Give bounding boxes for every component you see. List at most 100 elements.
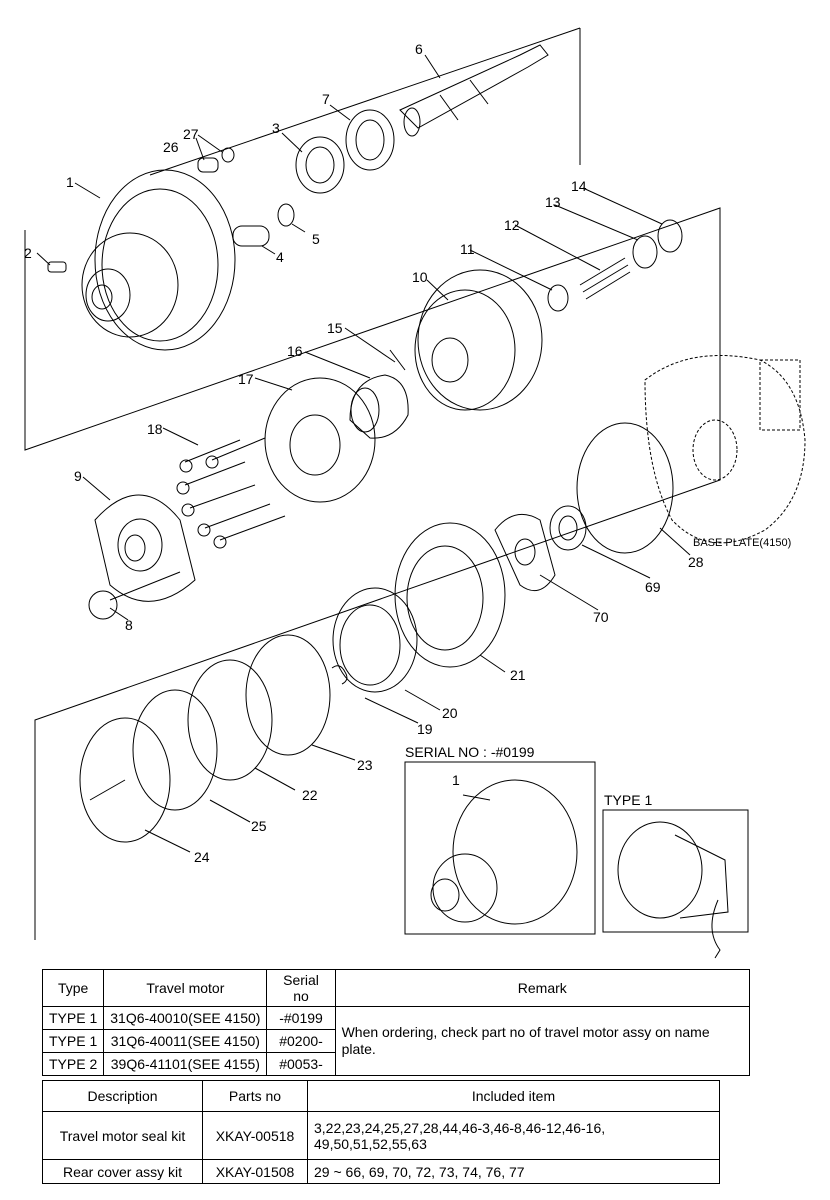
exploded-parts-diagram: 1 2 3 4 5 6 7 8 9 10 11 12 13 14 15 16 1… (24, 27, 806, 959)
part-70-valve-plate (494, 513, 556, 592)
callout-11: 11 (460, 241, 475, 257)
part-15-pin (389, 349, 406, 371)
kit-table-header: Description Parts no Included item (42, 1080, 720, 1112)
inset-callout-1: 1 (452, 772, 460, 788)
serial-inset-box (404, 761, 596, 935)
cell-serial: #0200- (266, 1029, 336, 1053)
part-13-ring (632, 235, 658, 269)
callout-4: 4 (276, 249, 284, 265)
header-travel-motor: Travel motor (103, 969, 268, 1007)
callout-22: 22 (302, 787, 318, 803)
part-19-spring (331, 665, 348, 685)
part-8-ball (88, 590, 118, 620)
base-plate-label: BASE PLATE(4150) (693, 537, 791, 549)
cell-serial: #0053- (266, 1052, 336, 1076)
callout-6: 6 (415, 41, 423, 57)
callout-23: 23 (357, 757, 373, 773)
part-17-retainer-plate (264, 377, 376, 503)
part-6-shaft (399, 44, 549, 137)
header-description: Description (42, 1080, 203, 1112)
header-remark: Remark (334, 969, 751, 1007)
cell-type: TYPE 1 (41, 1006, 105, 1030)
cell-type: TYPE 1 (41, 1029, 105, 1053)
base-plate-4150 (644, 355, 806, 544)
part-16-spherical-bushing (349, 374, 409, 439)
cell-serial: -#0199 (266, 1006, 336, 1030)
part-27-oring (221, 147, 235, 163)
header-parts-no: Parts no (202, 1080, 308, 1112)
callout-14: 14 (571, 178, 587, 194)
part-20-piston (332, 587, 418, 693)
cell-motor: 31Q6-40011(SEE 4150) (103, 1029, 268, 1053)
part-26-pin (197, 157, 219, 173)
serial-caption: SERIAL NO : -#0199 (405, 744, 535, 760)
callout-25: 25 (251, 818, 267, 834)
callout-20: 20 (442, 705, 458, 721)
callout-27: 27 (183, 126, 199, 142)
callout-18: 18 (147, 421, 163, 437)
table-row: TYPE 2 39Q6-41101(SEE 4155) #0053- (41, 1052, 750, 1076)
part-9-swash-plate (94, 494, 196, 602)
callout-26: 26 (163, 139, 179, 155)
part-4-bushing (232, 225, 270, 247)
part-1-housing (81, 169, 236, 351)
inset-motor-illustration (617, 821, 729, 959)
callout-8: 8 (125, 617, 133, 633)
callout-16: 16 (287, 343, 303, 359)
table-row: TYPE 1 31Q6-40010(SEE 4150) -#0199 When … (41, 1006, 751, 1076)
callout-12: 12 (504, 217, 520, 233)
callout-9: 9 (74, 468, 82, 484)
type-table-header: Type Travel motor Serial no Remark (41, 969, 751, 1007)
cell-included-items: 29 ~ 66, 69, 70, 72, 73, 74, 76, 77 (307, 1159, 720, 1184)
callout-15: 15 (327, 320, 343, 336)
inset-housing-illustration (430, 779, 578, 925)
part-10-cylinder-block (414, 269, 543, 411)
table-row: Travel motor seal kit XKAY-00518 3,22,23… (42, 1111, 720, 1160)
header-serial-no: Serial no (266, 969, 336, 1007)
part-2-plug (47, 261, 67, 273)
table-row: Rear cover assy kit XKAY-01508 29 ~ 66, … (42, 1159, 720, 1184)
cell-parts-no: XKAY-00518 (202, 1111, 308, 1160)
callout-13: 13 (545, 194, 561, 210)
part-18-pistons (176, 437, 286, 549)
part-14-ring (657, 219, 683, 253)
callout-28: 28 (688, 554, 704, 570)
callout-19: 19 (417, 721, 433, 737)
type1-caption: TYPE 1 (604, 792, 652, 808)
cell-type: TYPE 2 (41, 1052, 105, 1076)
callout-21: 21 (510, 667, 526, 683)
callout-24: 24 (194, 849, 210, 865)
part-12-spring (579, 257, 631, 300)
cell-included-items: 3,22,23,24,25,27,28,44,46-3,46-8,46-12,4… (307, 1111, 720, 1160)
cell-description: Travel motor seal kit (42, 1111, 203, 1160)
callout-7: 7 (322, 91, 330, 107)
part-3-bearing (295, 136, 345, 194)
callout-3: 3 (272, 120, 280, 136)
type-table: Type Travel motor Serial no Remark TYPE … (41, 969, 751, 1076)
type1-inset-box (602, 809, 749, 933)
cell-description: Rear cover assy kit (42, 1159, 203, 1184)
header-type: Type (41, 969, 105, 1007)
part-11-washer (547, 284, 569, 312)
cell-remark: When ordering, check part no of travel m… (334, 1006, 751, 1076)
part-22-ring (187, 659, 273, 781)
callout-17: 17 (238, 371, 254, 387)
callout-70: 70 (593, 609, 609, 625)
cell-parts-no: XKAY-01508 (202, 1159, 308, 1184)
cell-motor: 39Q6-41101(SEE 4155) (103, 1052, 268, 1076)
cell-motor: 31Q6-40010(SEE 4150) (103, 1006, 268, 1030)
part-5-oring (277, 203, 295, 227)
kit-table: Description Parts no Included item Trave… (42, 1080, 720, 1184)
callout-10: 10 (412, 269, 428, 285)
part-7-bearing (345, 109, 395, 171)
part-28-oring (576, 422, 674, 554)
part-24-ring (79, 717, 171, 843)
callout-69: 69 (645, 579, 661, 595)
part-21-flange (394, 522, 506, 668)
part-69-bearing (549, 505, 587, 551)
part-25-ring (132, 689, 218, 811)
callout-5: 5 (312, 231, 320, 247)
callout-2: 2 (24, 245, 32, 261)
header-included-item: Included item (307, 1080, 720, 1112)
table-row: TYPE 1 31Q6-40011(SEE 4150) #0200- (41, 1029, 750, 1053)
